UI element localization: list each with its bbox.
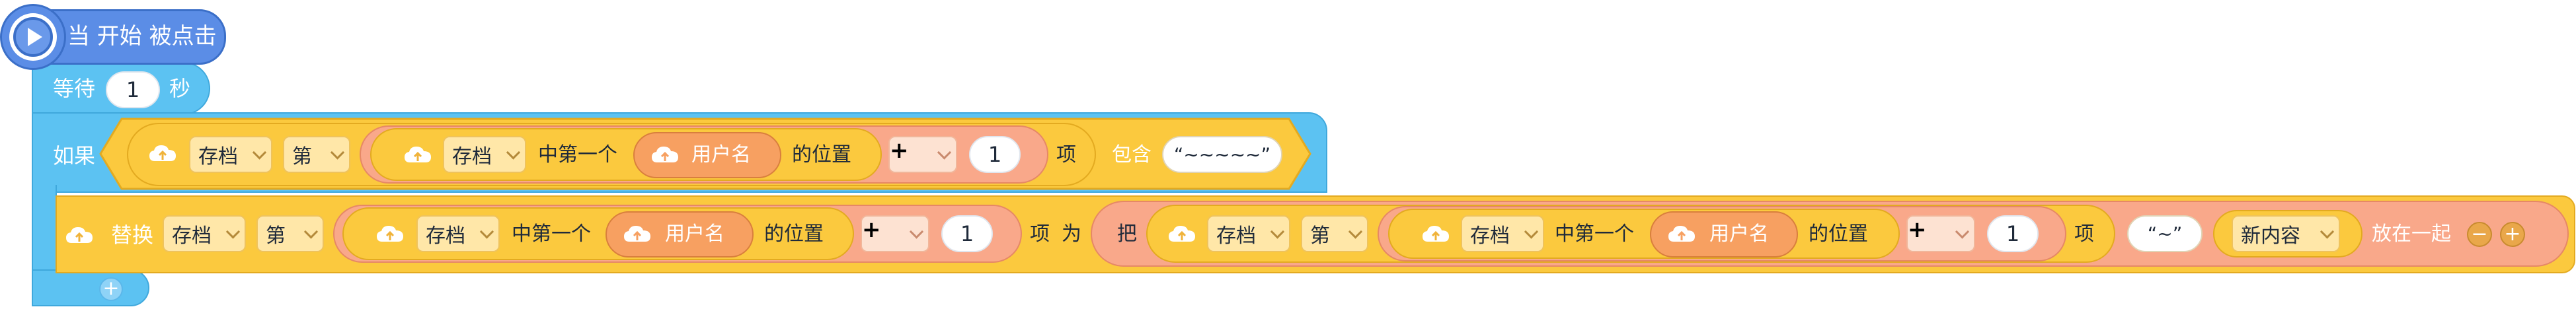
replace-position-label: 的位置 xyxy=(764,223,824,246)
join-prefix-label: 把 xyxy=(1117,223,1137,246)
add-input-button[interactable]: + xyxy=(2500,222,2525,247)
if-block-spine xyxy=(32,185,57,271)
operand-input[interactable]: 1 xyxy=(969,136,1021,173)
remove-input-button[interactable]: − xyxy=(2467,222,2492,247)
replace-to-label: 为 xyxy=(1062,223,1081,246)
join-operator-dropdown[interactable]: + xyxy=(1906,215,1975,252)
new-content-dropdown[interactable]: 新内容 xyxy=(2232,215,2340,252)
username-label: 用户名 xyxy=(691,143,751,166)
replace-inner-list-dropdown[interactable]: 存档 xyxy=(416,215,500,252)
join-index-dropdown[interactable]: 第 xyxy=(1301,215,1368,252)
position-label: 的位置 xyxy=(792,143,851,166)
cloud-join-variable-icon xyxy=(1667,224,1696,244)
separator-text-input[interactable]: “~” xyxy=(2127,215,2203,252)
replace-username-label: 用户名 xyxy=(665,223,724,246)
join-inner-list-dropdown[interactable]: 存档 xyxy=(1461,215,1544,252)
cloud-list-icon-inner xyxy=(403,145,432,165)
cloud-join-icon xyxy=(1167,224,1196,244)
join-operand-input[interactable]: 1 xyxy=(1987,215,2039,252)
inner-list-dropdown[interactable]: 存档 xyxy=(443,136,526,173)
contains-label: 包含 xyxy=(1112,143,1151,166)
replace-item-label: 项 xyxy=(1030,223,1050,246)
play-icon[interactable] xyxy=(13,17,53,57)
when-start-clicked-label: 当 开始 被点击 xyxy=(67,23,217,50)
list-dropdown[interactable]: 存档 xyxy=(189,136,272,173)
replace-first-of-label: 中第一个 xyxy=(512,223,591,246)
cloud-replace-icon xyxy=(65,226,94,246)
replace-list-dropdown[interactable]: 存档 xyxy=(163,215,246,252)
if-block-footer xyxy=(32,269,149,306)
cloud-variable-icon xyxy=(650,145,680,165)
seconds-label: 秒 xyxy=(169,76,191,101)
cloud-join-inner-icon xyxy=(1421,224,1450,244)
search-text-input[interactable]: “~~~~~” xyxy=(1162,136,1282,173)
cloud-replace-variable-icon xyxy=(623,224,652,244)
if-label: 如果 xyxy=(53,143,96,168)
cloud-list-icon xyxy=(148,144,177,164)
join-item-label: 项 xyxy=(2074,223,2094,246)
index-dropdown[interactable]: 第 xyxy=(283,136,350,173)
join-list-dropdown[interactable]: 存档 xyxy=(1207,215,1290,252)
wait-label: 等待 xyxy=(53,76,96,101)
wait-seconds-input[interactable]: 1 xyxy=(106,71,160,108)
operator-dropdown[interactable]: + xyxy=(888,136,957,173)
cloud-replace-inner-icon xyxy=(375,224,405,244)
join-username-label: 用户名 xyxy=(1709,223,1769,246)
replace-label: 替换 xyxy=(111,223,154,248)
join-first-of-label: 中第一个 xyxy=(1555,223,1634,246)
join-suffix-label: 放在一起 xyxy=(2372,223,2451,246)
replace-operand-input[interactable]: 1 xyxy=(941,215,993,252)
replace-index-dropdown[interactable]: 第 xyxy=(256,215,324,252)
item-label: 项 xyxy=(1056,143,1076,166)
replace-operator-dropdown[interactable]: + xyxy=(861,215,929,252)
join-position-label: 的位置 xyxy=(1809,223,1868,246)
first-of-label: 中第一个 xyxy=(538,143,617,166)
add-else-branch-button[interactable]: + xyxy=(99,277,123,301)
